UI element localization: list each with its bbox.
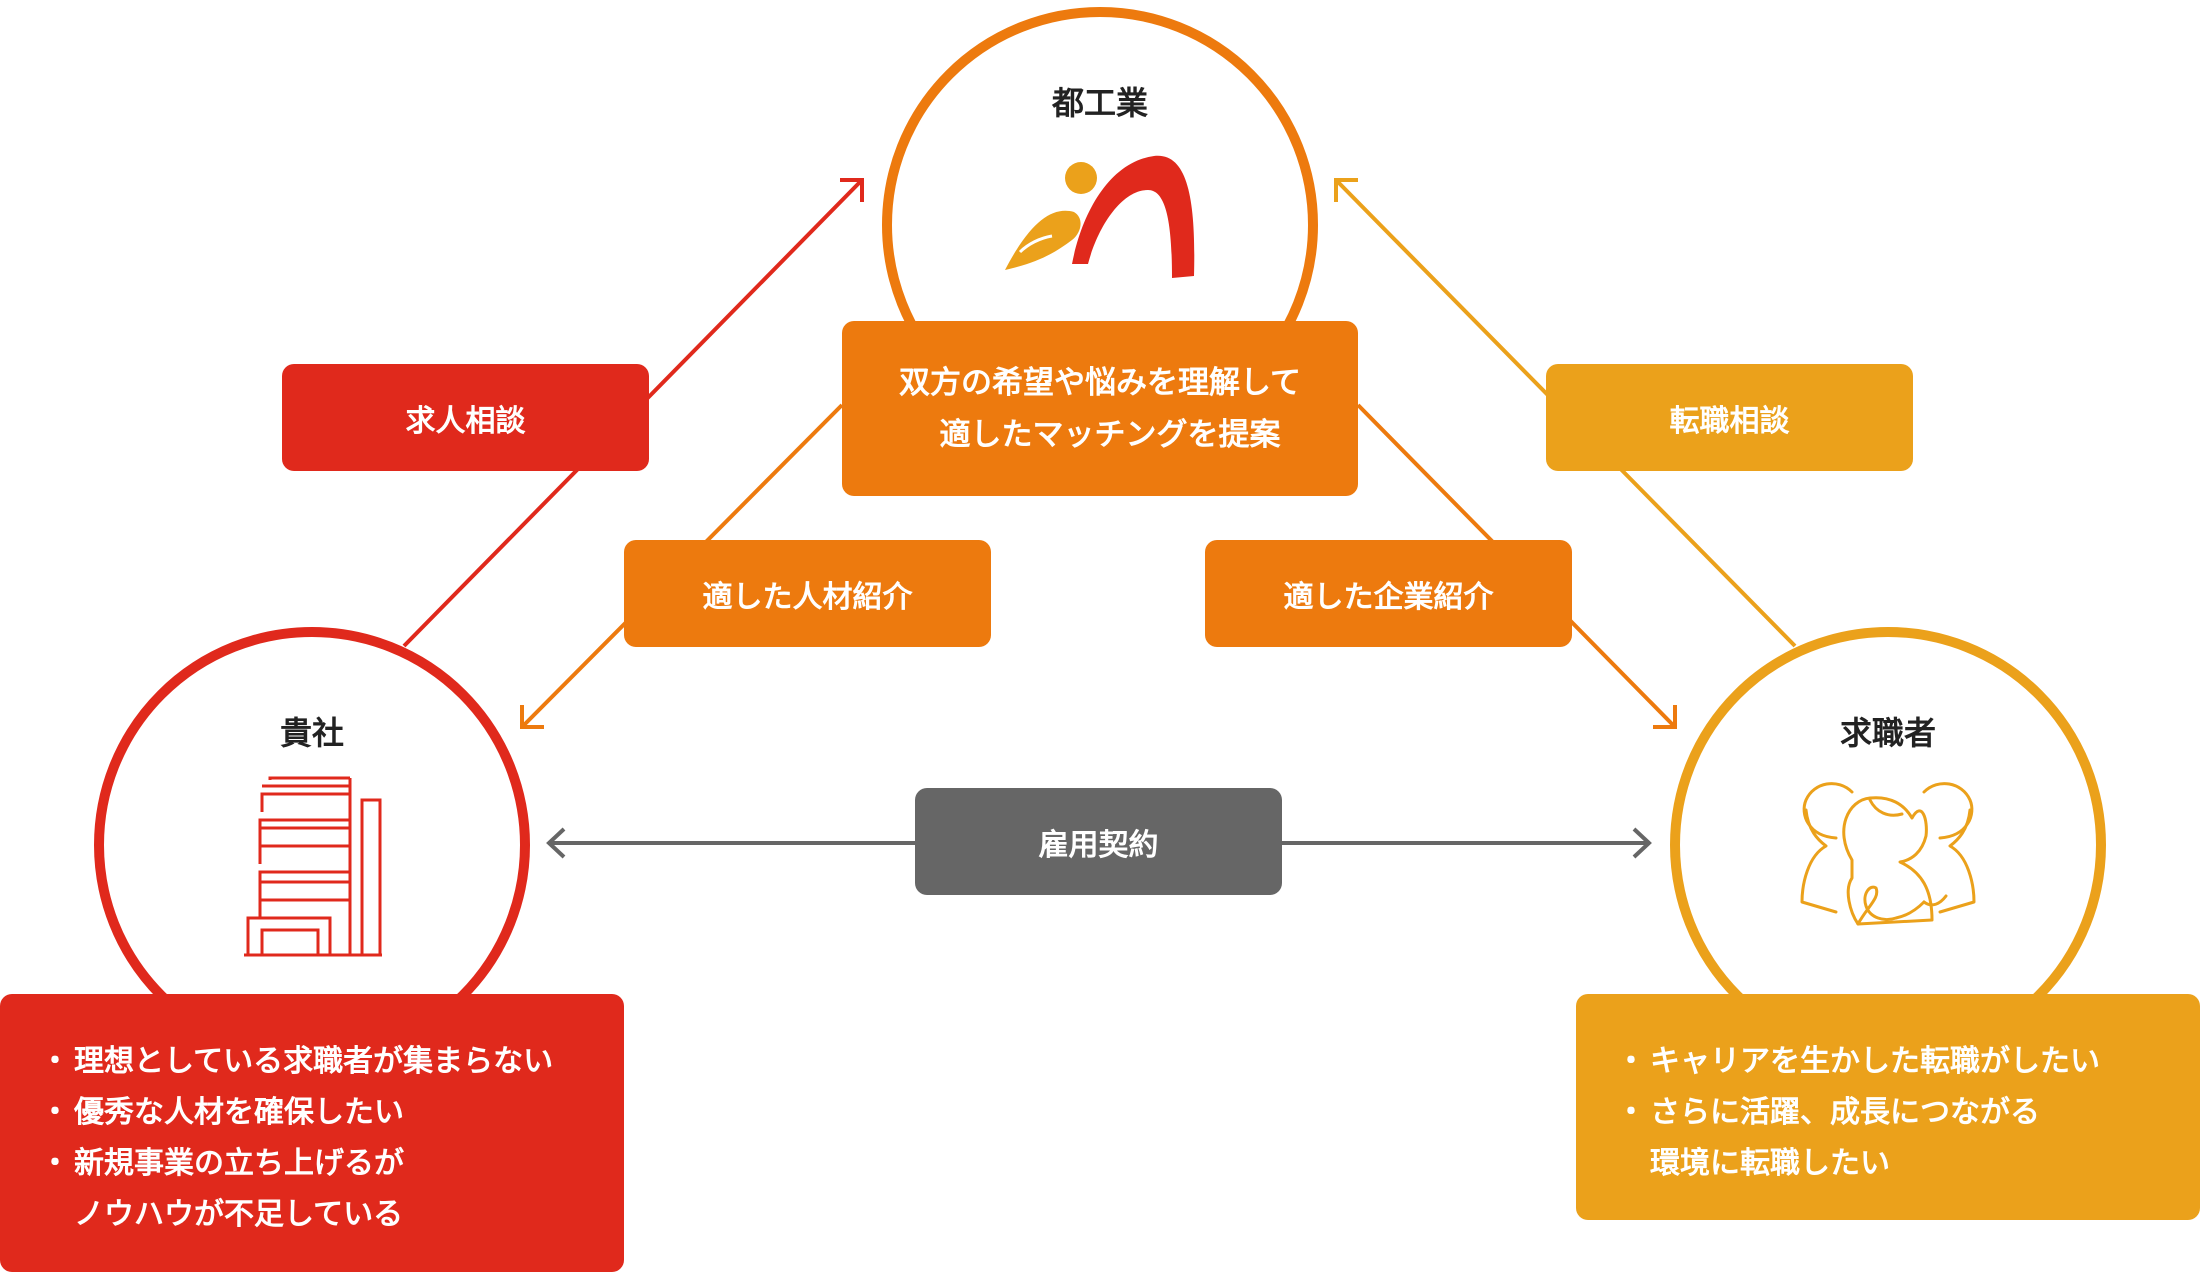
seeker-need-item: さらに活躍、成長につながる (1616, 1087, 2200, 1138)
seeker-node-title: 求職者 (1839, 714, 1936, 752)
career-consultation-label: 転職相談 (1546, 364, 1913, 471)
seeker-need-continuation: 環境に転職したい (1650, 1146, 1890, 1181)
company-need-item: 新規事業の立ち上げるが (40, 1138, 624, 1189)
company-logo-icon (1005, 155, 1195, 278)
people-icon (1800, 782, 1976, 926)
company-needs-box: 理想としている求職者が集まらない 優秀な人材を確保したい 新規事業の立ち上げるが… (0, 994, 624, 1272)
company-need-item: 理想としている求職者が集まらない (40, 1036, 624, 1087)
center-proposal-line1: 双方の希望や悩みを理解して (898, 364, 1302, 401)
talent-introduction-label: 適した人材紹介 (624, 540, 991, 647)
employment-contract-label: 雇用契約 (915, 788, 1282, 895)
company-introduction-label: 適した企業紹介 (1205, 540, 1572, 647)
company-node-title: 貴社 (279, 714, 344, 752)
center-proposal-box: 双方の希望や悩みを理解して 適したマッチングを提案 (842, 321, 1358, 496)
building-icon (244, 776, 382, 957)
center-proposal-line2: 適したマッチングを提案 (939, 416, 1281, 453)
center-node-title: 都工業 (1051, 84, 1148, 122)
seeker-need-item: キャリアを生かした転職がしたい (1616, 1036, 2200, 1087)
seeker-needs-box: キャリアを生かした転職がしたい さらに活躍、成長につながる 環境に転職したい (1576, 994, 2200, 1220)
company-need-item: 優秀な人材を確保したい (40, 1087, 624, 1138)
company-need-continuation: ノウハウが不足している (74, 1197, 404, 1232)
job-consultation-label: 求人相談 (282, 364, 649, 471)
